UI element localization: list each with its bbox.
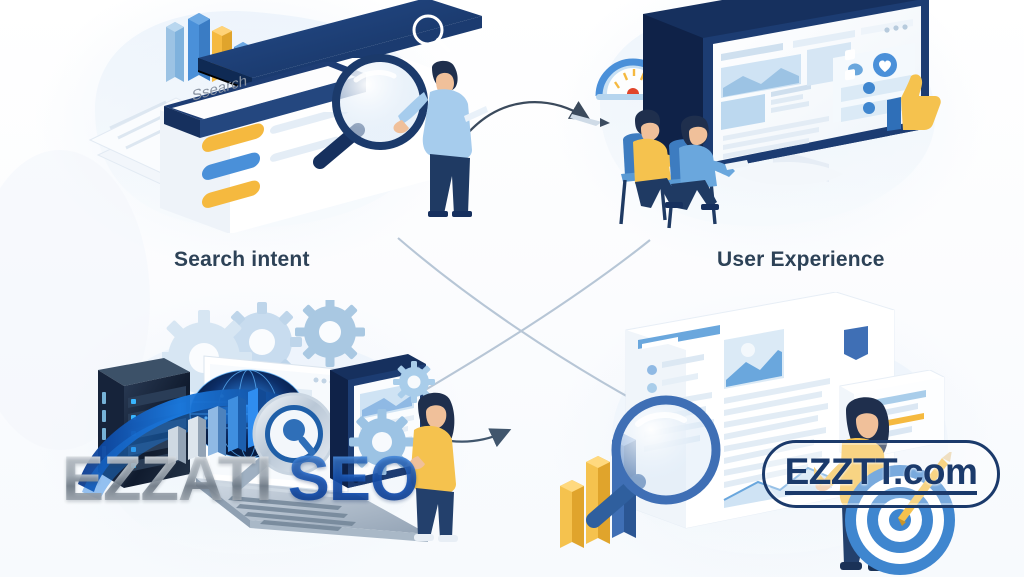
person-woman-technical [409, 392, 458, 542]
server-globe-composite [78, 358, 336, 500]
panel-content-quality [548, 292, 958, 575]
panel-user-experience: User Experience [570, 0, 941, 271]
panel-search-intent: Ssearch [88, 0, 488, 271]
thumbs-up-icon [887, 74, 941, 131]
person-standing [393, 60, 488, 217]
arrow-top [467, 101, 591, 134]
watermark-badge[interactable]: EZZTT.com [762, 440, 1000, 508]
cross-line-a [397, 237, 649, 409]
result-rows [202, 112, 350, 208]
gear-tiny-right [393, 361, 435, 403]
pointer-decor [570, 114, 610, 127]
cross-line-b [397, 239, 651, 407]
label-user-experience: User Experience [717, 248, 885, 271]
watermark-part1: EZZATI [62, 444, 273, 514]
panel-technical-seo [72, 300, 472, 570]
search-input[interactable] [158, 62, 388, 152]
watermark-badge-text: EZZTT.com [784, 452, 978, 496]
watermark-part2: SEO [287, 444, 419, 514]
magnifier-icon-content [586, 395, 721, 528]
two-people-seated [619, 109, 749, 229]
label-search-intent: Search intent [174, 248, 310, 271]
gear-small-right [349, 409, 415, 475]
